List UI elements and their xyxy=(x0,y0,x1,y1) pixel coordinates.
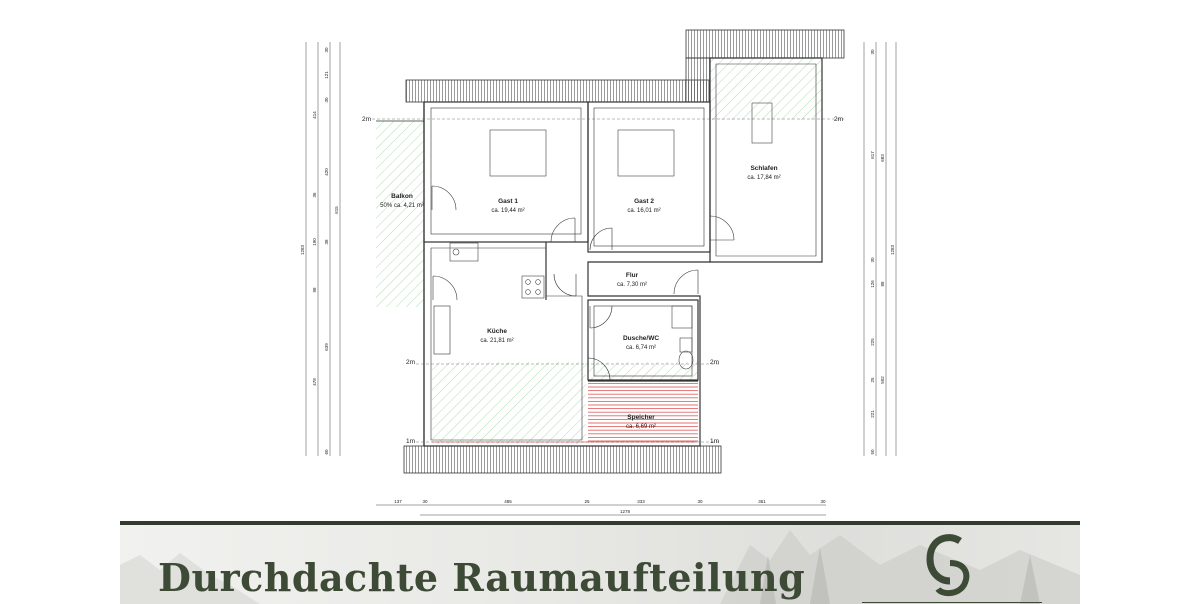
dim-right-3: 30 xyxy=(870,257,875,263)
dim-left-6: 36 xyxy=(312,192,317,198)
dimension-labels: 137 30 485 25 333 30 361 30 1278 30 121 … xyxy=(300,47,895,514)
dim-bottom-8: 30 xyxy=(820,499,826,504)
dim-bottom-6: 30 xyxy=(697,499,703,504)
room-area-dusche: ca. 6,74 m² xyxy=(626,345,656,351)
room-name-balkon: Balkon xyxy=(391,193,413,200)
dim-left-7: 190 xyxy=(312,238,317,246)
height-mark-bottom-right: 1m xyxy=(710,438,719,445)
dim-bottom-7: 361 xyxy=(758,499,766,504)
banner-headline: Durchdachte Raumaufteilung xyxy=(158,555,806,600)
dim-bottom-total: 1278 xyxy=(620,509,631,514)
brand-logo-icon xyxy=(926,534,970,597)
dim-right-7: 221 xyxy=(870,410,875,418)
height-mark-top-right: 2m xyxy=(834,116,843,123)
doors xyxy=(431,185,735,381)
dim-right-12: 502 xyxy=(880,376,885,384)
height-mark-top-left: 2m xyxy=(362,116,371,123)
height-mark-bottom-left: 1m xyxy=(406,438,415,445)
dim-bottom-4: 25 xyxy=(584,499,590,504)
room-name-flur: Flur xyxy=(626,272,639,279)
room-area-gast2: ca. 16,01 m² xyxy=(627,208,660,214)
dim-bottom-3: 485 xyxy=(504,499,512,504)
room-name-schlafen: Schlafen xyxy=(750,165,777,172)
left-dims: 30 121 30 414 420 36 190 38 98 639 478 6… xyxy=(300,47,339,455)
dim-left-11: 478 xyxy=(312,378,317,386)
right-dims: 30 617 30 126 225 25 221 50 683 1283 88 … xyxy=(870,49,895,455)
dim-right-9: 683 xyxy=(880,154,885,162)
dim-left-1: 30 xyxy=(324,47,329,53)
room-area-speicher: ca. 6,69 m² xyxy=(626,424,656,430)
room-area-kueche: ca. 21,81 m² xyxy=(480,338,513,344)
dim-left-2: 121 xyxy=(324,71,329,79)
dim-right-2: 617 xyxy=(870,151,875,159)
dim-left-10: 639 xyxy=(324,343,329,351)
height-marks: 2m 2m 2m 2m 1m 1m xyxy=(362,116,844,445)
walls xyxy=(376,57,823,447)
low-ceiling-zones xyxy=(376,58,822,444)
dim-left-13: 615 xyxy=(334,206,339,214)
logo-underline xyxy=(862,602,1042,603)
height-mark-mid-right: 2m xyxy=(710,359,719,366)
mountain-backdrop xyxy=(120,530,1080,604)
dim-right-6: 25 xyxy=(870,377,875,383)
fixtures xyxy=(449,102,773,370)
height-mark-mid-left: 2m xyxy=(406,359,415,366)
room-name-gast2: Gast 2 xyxy=(634,198,654,205)
dim-left-14: 1283 xyxy=(300,244,305,255)
room-name-kueche: Küche xyxy=(487,328,507,335)
dim-right-11: 88 xyxy=(880,281,885,287)
dim-right-8: 50 xyxy=(870,449,875,455)
dim-left-9: 98 xyxy=(312,287,317,293)
dim-bottom-5: 333 xyxy=(637,499,645,504)
footer-banner: Durchdachte Raumaufteilung xyxy=(120,521,1080,604)
dim-right-5: 225 xyxy=(870,338,875,346)
dim-left-5: 420 xyxy=(324,168,329,176)
dim-right-4: 126 xyxy=(870,280,875,288)
room-area-balkon: 50% ca. 4,21 m² xyxy=(380,203,424,209)
room-name-speicher: Speicher xyxy=(627,414,655,421)
dim-bottom-2: 30 xyxy=(422,499,428,504)
bottom-dims: 137 30 485 25 333 30 361 30 1278 xyxy=(394,499,826,514)
floor-plan: Balkon 50% ca. 4,21 m² Gast 1 ca. 19,44 … xyxy=(300,29,897,516)
room-name-gast1: Gast 1 xyxy=(498,198,518,205)
dim-bottom-1: 137 xyxy=(394,499,402,504)
dim-left-3: 30 xyxy=(324,97,329,103)
room-area-schlafen: ca. 17,84 m² xyxy=(747,175,780,181)
roof-edge xyxy=(403,29,845,474)
dim-right-10: 1283 xyxy=(890,244,895,255)
dim-left-8: 38 xyxy=(324,239,329,245)
dim-left-12: 60 xyxy=(324,449,329,455)
room-area-flur: ca. 7,30 m² xyxy=(617,282,647,288)
dim-left-4: 414 xyxy=(312,111,317,119)
dimension-lines xyxy=(305,42,897,516)
room-name-dusche: Dusche/WC xyxy=(623,335,659,342)
room-labels: Balkon 50% ca. 4,21 m² Gast 1 ca. 19,44 … xyxy=(380,165,781,430)
dim-right-1: 30 xyxy=(870,49,875,55)
room-area-gast1: ca. 19,44 m² xyxy=(491,208,524,214)
